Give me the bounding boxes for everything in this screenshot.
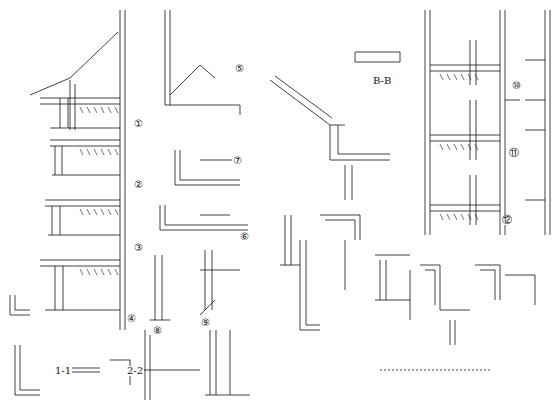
callout-number: ⑩: [511, 81, 522, 91]
callout-number: ⑦: [232, 156, 243, 166]
callout-number: ①: [133, 119, 144, 129]
callout-number: ⑧: [152, 326, 163, 336]
callout-number: 1-1: [54, 366, 72, 376]
callout-number: ⑨: [200, 318, 211, 328]
callout-number: ②: [133, 180, 144, 190]
callout-number: 2-2: [126, 366, 144, 376]
callout-number: ⑪: [508, 148, 520, 158]
callout-number: B-B: [372, 76, 392, 86]
callout-number: ④: [126, 314, 137, 324]
callout-number: ⑥: [239, 232, 250, 242]
callout-number: ⑫: [501, 215, 513, 225]
callout-number: ⑤: [234, 64, 245, 74]
callout-number: ③: [133, 243, 144, 253]
